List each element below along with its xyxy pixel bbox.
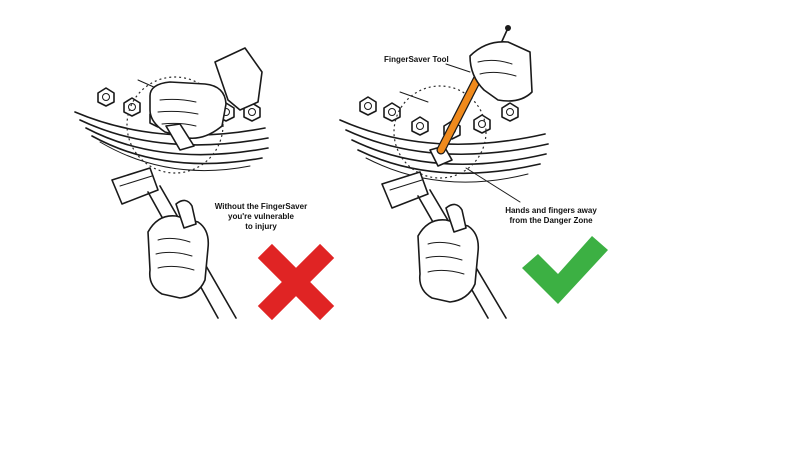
right-lower-hand [417, 203, 480, 303]
left-caption-line-3: to injury [245, 222, 277, 231]
left-illustration [74, 47, 335, 321]
left-caption-line-2: you're vulnerable [228, 212, 294, 221]
left-lower-hand [147, 199, 210, 299]
fingersaver-tool-label: FingerSaver Tool [384, 55, 449, 64]
red-x-icon [257, 243, 335, 321]
right-illustration [339, 25, 608, 319]
right-lug-nuts [359, 96, 519, 140]
right-caption: Hands and fingers away from the Danger Z… [486, 206, 616, 226]
green-check-icon [522, 236, 608, 304]
left-hand-on-chisel [149, 47, 263, 151]
right-caption-line-2: from the Danger Zone [509, 216, 593, 225]
right-danger-zone-circle [393, 85, 487, 179]
left-caption-line-1: Without the FingerSaver [214, 202, 308, 211]
left-danger-zone-circle [126, 76, 224, 174]
right-caption-line-1: Hands and fingers away [505, 206, 597, 215]
right-upper-hand [469, 40, 533, 102]
left-leaf-spring [74, 111, 269, 172]
left-hammer [111, 167, 237, 319]
left-caption: Without the FingerSaver you're vulnerabl… [196, 202, 326, 232]
